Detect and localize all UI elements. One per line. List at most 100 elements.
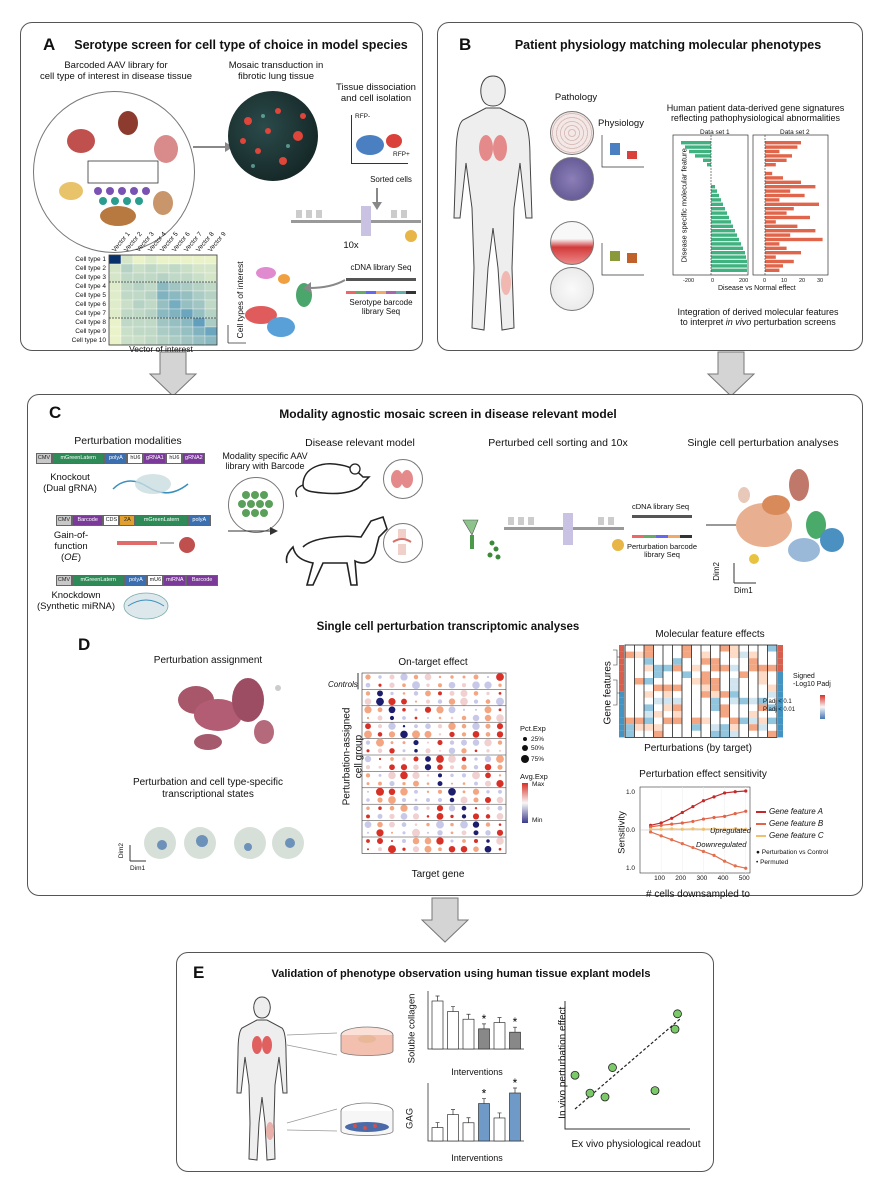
heatmap-cell <box>108 326 122 337</box>
upregulated-label: Upregulated <box>710 826 751 835</box>
scatter-point <box>670 1024 680 1034</box>
dotplot-dot <box>412 837 420 845</box>
bar-errorbar <box>482 1023 486 1029</box>
dotplot-dot <box>389 821 395 828</box>
dotplot-dot <box>450 773 454 778</box>
dataset1-bar <box>711 202 723 206</box>
dotplot-dot <box>402 692 406 695</box>
dotplot-dot <box>498 789 502 794</box>
mol-cell <box>739 717 749 725</box>
dot-ylabel: Perturbation-assigned cell group <box>341 707 365 806</box>
mol-cell <box>758 724 768 731</box>
dotplot-dot <box>400 730 408 739</box>
tenx-label: 10x <box>343 240 359 251</box>
dotplot-dot <box>460 796 468 804</box>
heatmap-cell <box>120 317 134 328</box>
path-img-2 <box>550 157 594 201</box>
dotplot-dot <box>484 780 492 787</box>
mol-cell <box>691 697 701 705</box>
ontarget-dotplot <box>357 672 507 854</box>
sens-point <box>744 809 748 813</box>
dotplot-dot <box>448 755 456 763</box>
dataset2-label: Data set 2 <box>780 129 810 136</box>
mol-cell <box>748 658 758 665</box>
dataset1-bar <box>711 189 717 193</box>
dissociation-label: Tissue dissociation and cell isolation <box>336 82 416 104</box>
bar <box>462 1018 475 1050</box>
mol-cell <box>634 651 644 659</box>
mol-cell <box>644 684 654 692</box>
mol-cell <box>710 697 720 705</box>
mol-cell <box>682 671 692 678</box>
mol-cell <box>701 678 711 685</box>
cdna-label-c: cDNA library Seq <box>632 502 690 511</box>
dotplot-dot <box>438 691 442 696</box>
dotplot-dot <box>413 780 419 787</box>
dotplot-dot <box>474 708 478 711</box>
bar-ylabel: Disease specific molecular feature <box>679 148 689 263</box>
dotplot-dot <box>365 674 371 680</box>
dotplot-dot <box>437 740 443 746</box>
construct-element: Barcode <box>72 515 104 526</box>
dataset1-bar <box>681 141 711 145</box>
knockout-icon <box>112 474 189 494</box>
cdna-bar <box>346 278 416 281</box>
dotplot-dot <box>412 681 420 690</box>
dotplot-dot <box>498 749 502 752</box>
construct-element: mU6 <box>147 575 164 586</box>
dotplot-dot <box>414 716 418 720</box>
mol-cell <box>682 717 692 725</box>
joint-icon <box>392 529 412 555</box>
dotplot-dot <box>413 691 419 696</box>
knockout-label: Knockout (Dual gRNA) <box>43 472 97 494</box>
heatmap-cell <box>120 272 134 283</box>
construct-element: hU6 <box>166 453 183 464</box>
mol-cell <box>634 658 644 665</box>
dotplot-dot <box>461 748 467 754</box>
dotplot-dot <box>497 740 503 745</box>
heatmap-cell <box>168 254 182 265</box>
controls-label: Controls <box>328 680 358 689</box>
dotplot-dot <box>364 755 372 763</box>
mol-cell <box>758 697 768 705</box>
dotplot-dot <box>412 828 420 837</box>
dotplot-dot <box>389 715 395 721</box>
pathology-label: Pathology <box>554 92 598 103</box>
mol-cell <box>767 724 777 731</box>
mol-cell <box>701 704 711 711</box>
mol-cell <box>672 678 682 685</box>
dim-axes-d <box>129 845 146 862</box>
dotplot-dot <box>365 773 371 778</box>
human-body-b <box>453 75 533 331</box>
dotplot-dot <box>496 779 504 788</box>
bar-errorbar <box>451 1006 455 1012</box>
heatmap-celltype-label: Cell type 6 <box>75 301 106 308</box>
dotplot-dot <box>484 845 492 853</box>
avg-min: Min <box>532 817 543 824</box>
dotplot-dot <box>364 821 372 828</box>
sens-ytick: 1.0 <box>626 865 636 872</box>
scatter-ylabel: In vivo perturbation effect <box>557 1006 569 1119</box>
construct-element: CMV <box>56 515 72 526</box>
dotplot-dot <box>376 829 384 837</box>
construct-element: Barcode <box>186 575 218 586</box>
sens-point <box>670 816 674 820</box>
dataset2-bar <box>765 251 801 255</box>
construct-element: CMV <box>36 453 52 464</box>
panel-a-letter: A <box>43 35 56 54</box>
dotplot-dot <box>378 773 382 777</box>
mol-cell <box>691 711 701 718</box>
dotplot-dot <box>425 723 431 730</box>
dataset1-bar <box>711 264 747 268</box>
mol-cell <box>767 730 777 738</box>
mol-cell <box>720 671 730 678</box>
library-circle <box>33 91 195 253</box>
dotplot-dot <box>484 714 492 722</box>
dotplot-dot <box>473 846 479 852</box>
heatmap-cell <box>156 317 170 328</box>
heatmap-cell <box>180 272 194 283</box>
mol-cell <box>739 678 749 685</box>
mol-cell <box>729 704 739 711</box>
mol-cell <box>729 664 739 672</box>
sens-legend-label: Gene feature B <box>769 819 824 828</box>
